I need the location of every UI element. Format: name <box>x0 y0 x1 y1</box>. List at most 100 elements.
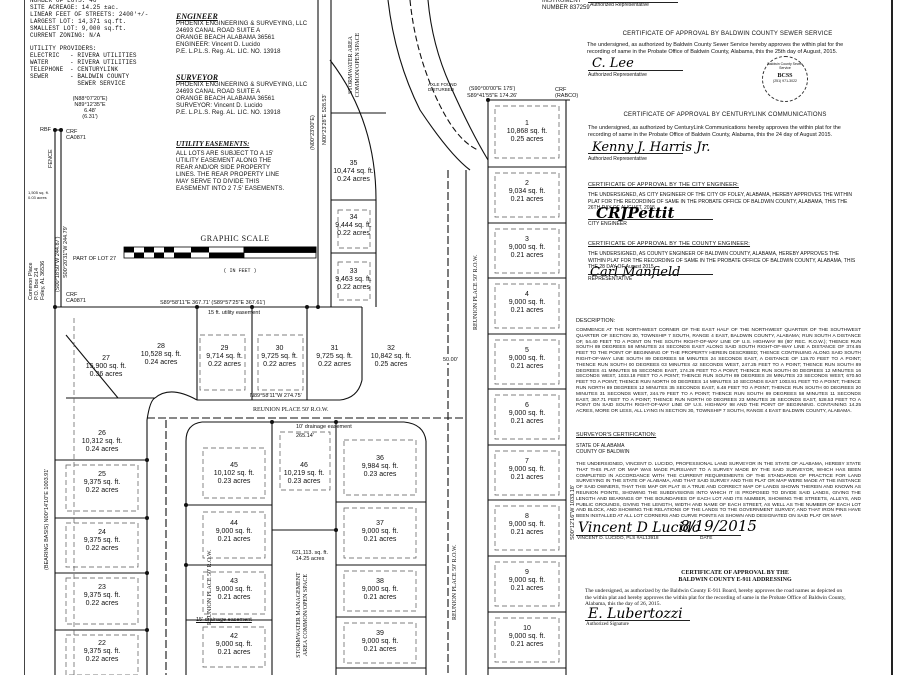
sewer-signature-line <box>588 66 683 71</box>
surveyor-cert-county: COUNTY OF BALDWIN <box>576 449 630 455</box>
site-data-line: SMALLEST LOT: 9,000 sq.ft. <box>30 25 127 32</box>
surveyor-line: SURVEYOR: Vincent D. Lucido <box>176 103 263 109</box>
surveyor-heading: SURVEYOR <box>176 73 219 82</box>
city-engineer-signature: CRJPettit <box>596 204 675 222</box>
county-engineer-signature: Carl Manfield <box>590 265 681 280</box>
engineer-line: P.E. L.P.L.S. Reg. AL. LIC. NO. 13918 <box>176 49 281 55</box>
city-engineer-cert-body: THE UNDERSIGNED, AS CITY ENGINEER OF THE… <box>588 192 852 211</box>
top-signature-line <box>588 0 678 3</box>
city-engineer-sig-label: CITY ENGINEER <box>588 221 627 227</box>
utility-15-label: 15 ft. utility easement <box>208 310 260 316</box>
county-engineer-cert-title: CERTIFICATE OF APPROVAL BY THE COUNTY EN… <box>588 241 751 247</box>
surveyor-line: PHOENIX ENGINEERING & SURVEYING, LLC <box>176 82 308 88</box>
centurylink-sig-label: Authorized Representative <box>588 156 647 162</box>
surveyor-sign-date: 8/19/2015 <box>680 517 757 535</box>
county-engineer-cert-body: THE UNDERSIGNED, AS COUNTY ENGINEER OF B… <box>588 251 856 270</box>
engineer-line: PHOENIX ENGINEERING & SURVEYING, LLC <box>176 21 308 27</box>
sheet-right-border <box>891 0 893 675</box>
easement-note: UTILITY EASEMENTS: ALL LOTS ARE SUBJECT … <box>176 140 286 193</box>
surveyor-signature-line <box>576 533 741 536</box>
top-auth-rep: Authorized Representative <box>590 2 649 8</box>
surveyor-line: P.E. L.P.L.S. Reg. AL. LIC. NO. 13918 <box>176 110 281 116</box>
e911-title-line: BALDWIN COUNTY E-911 ADDRESSING <box>678 577 792 583</box>
plat-drawing <box>53 0 570 675</box>
utility-row: SEWER- BALDWIN COUNTY SEWER SERVICE <box>30 73 160 87</box>
county-engineer-sig-label: REPRESENTATIVE <box>588 276 633 282</box>
e911-sig-label: Authorized Signature <box>586 622 629 627</box>
surveyor-cert-body: THE UNDERSIGNED, VINCENT D. LUCIDO, PROF… <box>576 462 861 520</box>
utility-row: WATER- RIVERA UTILITIES <box>30 59 137 66</box>
row-width-label: 50.00' <box>443 357 458 363</box>
city-engineer-signature-line <box>588 216 713 220</box>
south-street-line-label: N89°58'11"W 274.75' <box>250 393 302 399</box>
sewer-cert-title: CERTIFICATE OF APPROVAL BY BALDWIN COUNT… <box>622 31 833 37</box>
seal-ring-text: Baldwin County Sewer Service <box>767 62 803 70</box>
county-engineer-signature-line <box>588 271 713 275</box>
seal-center-text: BCSS <box>777 73 793 79</box>
site-data-block: NUMBER OF LOTS: 46 SITE ACREAGE: 14.25 ±… <box>30 0 160 87</box>
drainage-15-label: 15' drainage easement <box>196 617 252 623</box>
centurylink-cert-body: The undersigned, as authorized by Centur… <box>588 125 841 138</box>
surveyor-cert-heading: SURVEYOR'S CERTIFICATION: <box>576 432 657 438</box>
plat-left-border <box>24 0 25 675</box>
stormwater-top-label: STORMWATER AREA COMMON/OPEN SPACE <box>348 32 361 98</box>
scale-bar <box>123 246 317 259</box>
top-right-record-label: (S90°00'00"E 175') <box>469 86 516 92</box>
description-text: COMMENCE AT THE NORTHWEST CORNER OF THE … <box>576 328 861 415</box>
surveyor-signer: VINCENT D. LUCIDO, PLS #AL13918 <box>577 536 659 541</box>
instrument-number: INSTRUMENT NUMBER 837259 <box>542 0 592 12</box>
utility-provider: RIVERA UTILITIES <box>77 52 137 59</box>
utility-row: TELEPHONE- CENTURYLINK <box>30 66 119 73</box>
crf-label: CRF CA0871 <box>66 129 86 141</box>
e911-signature: E. Lubertozzi <box>588 606 683 622</box>
bcss-seal: Baldwin County Sewer Service BCSS (251) … <box>762 56 808 102</box>
utility-title: UTILITY PROVIDERS: <box>30 45 97 52</box>
top-bearing-label: (N88°07'20"E) N89°12'35"E 6.48' (6.31') <box>60 96 120 120</box>
owner-block: Common Place P.O. Box 214 Foley, AL 3653… <box>28 261 46 300</box>
site-data-line: LARGEST LOT: 14,371 sq.ft. <box>30 18 127 25</box>
surveyor-line: 24693 CANAL ROAD SUITE A <box>176 89 261 95</box>
surveyor-block: SURVEYOR PHOENIX ENGINEERING & SURVEYING… <box>176 73 326 117</box>
site-data-line: SITE ACREAGE: 14.25 ±ac. <box>30 4 119 11</box>
fence-label: FENCE <box>48 149 54 168</box>
top-distance: 6.48' <box>84 108 96 114</box>
east-top-record-label: (N00°23'00"E) <box>310 115 316 150</box>
engineer-line: 24693 CANAL ROAD SUITE A <box>176 28 261 34</box>
centurylink-signature-line <box>588 150 683 154</box>
e911-signature-line <box>585 618 690 621</box>
utility-provider: CENTURYLINK <box>77 66 119 73</box>
